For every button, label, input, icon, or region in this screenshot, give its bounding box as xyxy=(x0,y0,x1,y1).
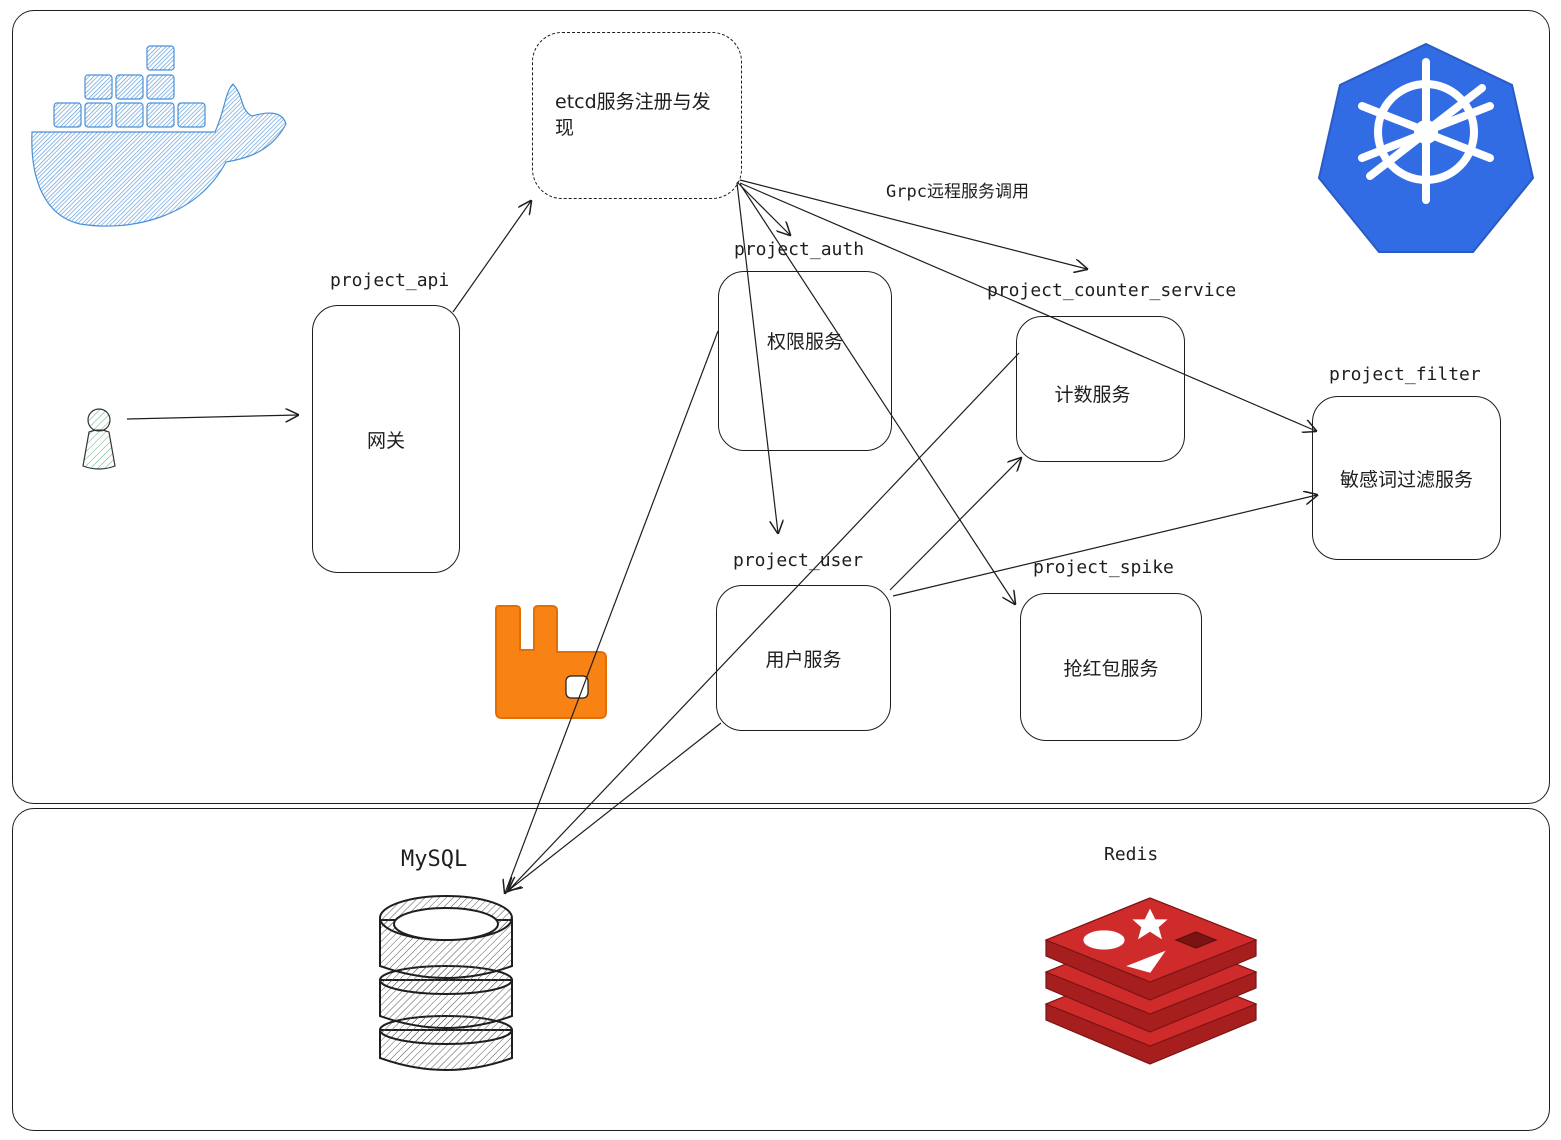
spike-node[interactable]: 抢红包服务 xyxy=(1020,593,1202,741)
redis-icon xyxy=(1044,897,1258,1065)
arrow-etcd-to-counter xyxy=(739,179,1087,269)
user-label: 用户服务 xyxy=(765,648,842,671)
counter-node[interactable]: 计数服务 xyxy=(1016,316,1185,462)
database-icon xyxy=(379,895,513,1071)
auth-node[interactable]: 权限服务 xyxy=(718,271,892,451)
arrow-user-to-filter xyxy=(892,495,1317,597)
arrow-user-to-counter xyxy=(889,458,1021,591)
kubernetes-helm-icon xyxy=(1317,42,1535,253)
arrow-auth-to-mysql xyxy=(505,330,719,893)
auth-label: 权限服务 xyxy=(766,330,843,353)
gateway-name: project_api xyxy=(330,270,450,291)
arrow-user-to-mysql xyxy=(509,722,722,890)
gateway-node[interactable]: 网关 xyxy=(312,305,460,573)
connections xyxy=(126,179,1317,893)
filter-node[interactable]: 敏感词过滤服务 xyxy=(1312,396,1501,560)
mysql-label: MySQL xyxy=(401,847,468,872)
redis-label: Redis xyxy=(1104,844,1159,865)
gateway-label: 网关 xyxy=(366,429,405,452)
auth-name: project_auth xyxy=(734,239,865,260)
storage-region xyxy=(12,808,1550,1131)
counter-label: 计数服务 xyxy=(1054,383,1131,406)
spike-label: 抢红包服务 xyxy=(1063,657,1159,680)
arrow-etcd-to-spike xyxy=(739,183,1015,604)
filter-name: project_filter xyxy=(1329,364,1481,385)
etcd-node[interactable]: etcd服务注册与发现 xyxy=(532,32,742,199)
arrow-etcd-to-filter xyxy=(739,182,1316,431)
arrow-etcd-to-user xyxy=(736,182,778,533)
docker-whale-icon xyxy=(31,45,287,227)
user-icon xyxy=(82,408,116,470)
user-name: project_user xyxy=(733,550,864,571)
grpc-label: Grpc远程服务调用 xyxy=(886,182,1029,202)
counter-name: project_counter_service xyxy=(987,280,1237,301)
spike-name: project_spike xyxy=(1033,557,1174,578)
arrow-counter-to-mysql xyxy=(508,352,1020,891)
arrow-user-to-gateway xyxy=(126,415,298,419)
kubernetes-cluster-region xyxy=(12,10,1550,804)
filter-label: 敏感词过滤服务 xyxy=(1339,468,1473,491)
etcd-label: etcd服务注册与发现 xyxy=(555,91,711,139)
user-node[interactable]: 用户服务 xyxy=(716,585,891,731)
rabbitmq-icon xyxy=(495,605,607,719)
arrow-gateway-to-etcd xyxy=(452,201,531,313)
arrow-etcd-to-auth xyxy=(736,181,790,235)
